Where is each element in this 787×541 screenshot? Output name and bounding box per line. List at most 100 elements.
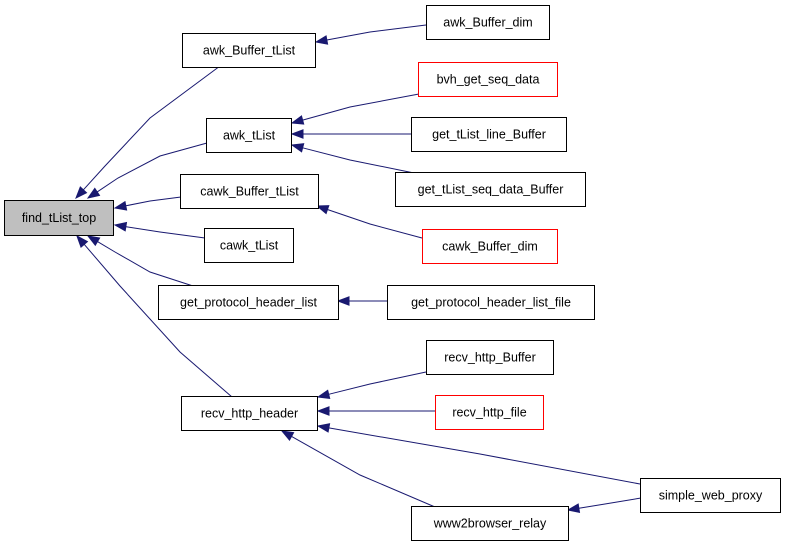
edge-line bbox=[302, 93, 420, 121]
node-box bbox=[411, 117, 567, 152]
edge-line bbox=[125, 196, 182, 207]
node-cawk-buffer-dim[interactable]: cawk_Buffer_dim bbox=[422, 229, 558, 264]
node-box bbox=[426, 340, 554, 375]
edge-awk-buffer-dim-to-awk-buffer-tlist bbox=[314, 24, 427, 45]
edges-layer bbox=[75, 24, 642, 514]
node-label: recv_http_header bbox=[201, 407, 298, 421]
edge-arrowhead bbox=[113, 221, 128, 232]
node-recv-http-buffer[interactable]: recv_http_Buffer bbox=[426, 340, 554, 375]
node-box bbox=[180, 174, 319, 209]
node-label: find_tList_top bbox=[22, 211, 96, 225]
node-label: cawk_Buffer_tList bbox=[200, 185, 299, 199]
node-awk-buffer-dim[interactable]: awk_Buffer_dim bbox=[426, 5, 550, 40]
node-label: awk_Buffer_dim bbox=[443, 16, 532, 30]
node-get-protocol-header-list[interactable]: get_protocol_header_list bbox=[158, 285, 339, 320]
edge-www2browser-relay-to-recv-http-header bbox=[280, 430, 436, 508]
node-label: bvh_get_seq_data bbox=[437, 73, 540, 87]
edge-simple-web-proxy-to-www2browser-relay bbox=[566, 497, 642, 514]
nodes-layer: find_tList_top awk_Buffer_tList awk_tListc… bbox=[4, 5, 781, 541]
node-label: recv_http_file bbox=[452, 406, 526, 420]
edge-arrowhead bbox=[113, 200, 128, 211]
edge-line bbox=[328, 427, 641, 485]
edge-arrowhead bbox=[280, 430, 295, 441]
node-box bbox=[418, 62, 558, 97]
edge-line bbox=[83, 243, 233, 398]
edge-arrowhead bbox=[316, 389, 331, 399]
edge-get-protocol-header-list-to-find-tlist-top bbox=[86, 235, 194, 287]
node-box bbox=[435, 395, 544, 430]
edge-arrowhead bbox=[290, 115, 305, 125]
node-label: awk_Buffer_tList bbox=[203, 44, 296, 58]
node-box bbox=[206, 118, 292, 153]
node-box bbox=[181, 396, 318, 431]
node-box bbox=[158, 285, 339, 320]
edge-arrowhead bbox=[336, 296, 350, 306]
edge-cawk-tlist-to-find-tlist-top bbox=[113, 221, 206, 239]
edge-bvh-get-seq-data-to-awk-tlist bbox=[290, 93, 420, 125]
node-cawk-tlist[interactable]: cawk_tList bbox=[204, 228, 294, 263]
edge-line bbox=[83, 65, 221, 191]
edge-line bbox=[326, 24, 427, 41]
edge-arrowhead bbox=[316, 423, 331, 433]
node-label: simple_web_proxy bbox=[659, 489, 763, 503]
edge-line bbox=[96, 142, 208, 193]
edge-awk-tlist-to-find-tlist-top bbox=[86, 142, 208, 199]
edge-cawk-buffer-dim-to-cawk-buffer-tlist bbox=[315, 205, 423, 239]
edge-recv-http-header-to-find-tlist-top bbox=[76, 234, 233, 398]
node-box bbox=[204, 228, 294, 263]
node-label: get_protocol_header_list_file bbox=[411, 296, 571, 310]
node-label: cawk_Buffer_dim bbox=[442, 240, 538, 254]
node-get-protocol-header-list-file[interactable]: get_protocol_header_list_file bbox=[387, 285, 595, 320]
node-box bbox=[640, 478, 781, 513]
node-get-tlist-seq-data-buffer[interactable]: get_tList_seq_data_Buffer bbox=[395, 172, 586, 207]
edge-arrowhead bbox=[86, 187, 101, 199]
edge-arrowhead bbox=[314, 35, 329, 45]
edge-recv-http-buffer-to-recv-http-header bbox=[316, 371, 427, 399]
edge-get-protocol-header-list-file-to-get-protocol-header-list bbox=[336, 296, 387, 306]
edge-cawk-buffer-tlist-to-find-tlist-top bbox=[113, 196, 182, 211]
edge-arrowhead bbox=[315, 205, 330, 215]
edge-arrowhead bbox=[76, 234, 89, 248]
node-simple-web-proxy[interactable]: simple_web_proxy bbox=[640, 478, 781, 513]
node-awk-buffer-tlist[interactable]: awk_Buffer_tList bbox=[182, 33, 316, 68]
node-label: get_tList_line_Buffer bbox=[432, 128, 546, 142]
node-get-tlist-line-buffer[interactable]: get_tList_line_Buffer bbox=[411, 117, 567, 152]
edge-recv-http-file-to-recv-http-header bbox=[316, 406, 435, 416]
edge-line bbox=[291, 435, 436, 508]
node-label: cawk_tList bbox=[220, 239, 279, 253]
edge-line bbox=[327, 209, 423, 239]
node-www2browser-relay[interactable]: www2browser_relay bbox=[411, 506, 569, 541]
node-box bbox=[4, 200, 114, 236]
edge-line bbox=[328, 371, 427, 395]
edge-arrowhead bbox=[75, 186, 88, 200]
node-label: awk_tList bbox=[223, 129, 276, 143]
node-label: get_protocol_header_list bbox=[180, 296, 317, 310]
edge-arrowhead bbox=[290, 129, 304, 139]
edge-arrowhead bbox=[86, 235, 101, 247]
edge-arrowhead bbox=[566, 503, 581, 514]
edge-line bbox=[97, 241, 194, 287]
node-recv-http-header[interactable]: recv_http_header bbox=[181, 396, 318, 431]
edge-line bbox=[578, 497, 642, 509]
node-recv-http-file[interactable]: recv_http_file bbox=[435, 395, 544, 430]
edge-arrowhead bbox=[316, 406, 330, 416]
edge-get-tlist-line-buffer-to-awk-tlist bbox=[290, 129, 412, 139]
node-bvh-get-seq-data[interactable]: bvh_get_seq_data bbox=[418, 62, 558, 97]
node-label: get_tList_seq_data_Buffer bbox=[418, 183, 564, 197]
edge-simple-web-proxy-to-recv-http-header bbox=[316, 423, 641, 485]
node-box bbox=[387, 285, 595, 320]
node-box bbox=[411, 506, 569, 541]
edge-get-tlist-seq-data-buffer-to-awk-tlist bbox=[290, 143, 415, 174]
node-box bbox=[395, 172, 586, 207]
node-cawk-buffer-tlist[interactable]: cawk_Buffer_tList bbox=[180, 174, 319, 209]
node-box bbox=[182, 33, 316, 68]
edge-awk-buffer-tlist-to-find-tlist-top bbox=[75, 65, 221, 200]
node-label: recv_http_Buffer bbox=[444, 351, 536, 365]
node-box bbox=[422, 229, 558, 264]
edge-arrowhead bbox=[290, 143, 305, 153]
node-box bbox=[426, 5, 550, 40]
node-find-tlist-top[interactable]: find_tList_top bbox=[4, 200, 114, 236]
node-awk-tlist[interactable]: awk_tList bbox=[206, 118, 292, 153]
edge-line bbox=[125, 226, 206, 239]
